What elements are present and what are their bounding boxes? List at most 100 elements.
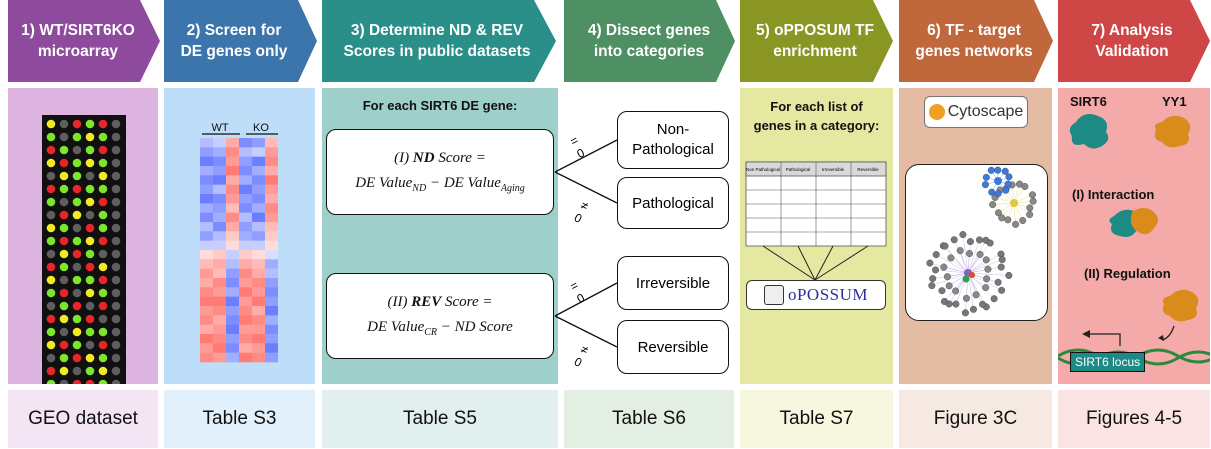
nd-formula: DE ValueND − DE ValueAging <box>355 175 525 194</box>
microarray-spot <box>46 353 56 363</box>
network-node <box>1002 186 1010 194</box>
network-node <box>959 231 967 239</box>
microarray-spot <box>72 223 82 233</box>
table-header-pathological: Pathological <box>786 167 811 172</box>
microarray-spot <box>72 366 82 376</box>
step-4-footer: Table S6 <box>564 390 734 448</box>
microarray-spot <box>85 145 95 155</box>
heatmap-cell <box>252 343 265 353</box>
microarray-spot <box>85 210 95 220</box>
heatmap-cell <box>239 306 252 316</box>
heatmap-cell <box>265 212 278 223</box>
heatmap-cell <box>200 259 213 269</box>
network-node <box>940 263 948 271</box>
heatmap-cell <box>252 296 265 307</box>
microarray-spot <box>98 314 108 324</box>
microarray-spot <box>98 327 108 337</box>
microarray-spot <box>111 145 121 155</box>
heatmap-cell <box>252 259 265 269</box>
network-edge <box>953 239 969 274</box>
network-node <box>981 181 989 189</box>
heatmap-cell <box>226 268 239 279</box>
heatmap-cell <box>226 231 239 241</box>
network-node <box>952 287 960 295</box>
microarray-spot <box>72 184 82 194</box>
network-node <box>982 284 990 292</box>
heatmap-panel: WT KO <box>164 88 315 384</box>
heatmap-cell <box>200 212 213 223</box>
network-node <box>998 214 1006 222</box>
microarray-spot <box>72 236 82 246</box>
network-node <box>962 294 970 302</box>
network-node <box>926 259 934 267</box>
network-edge <box>943 266 969 274</box>
network-node <box>938 287 946 295</box>
microarray-spot <box>59 314 69 324</box>
microarray-spot <box>111 249 121 259</box>
network-node <box>997 263 1005 271</box>
heatmap-cell <box>213 212 226 223</box>
network-edge <box>967 240 987 274</box>
heatmap-cell <box>265 268 278 279</box>
network-node <box>976 250 984 258</box>
validation-panel: SIRT6 YY1 (I) Interaction (II) Regulatio… <box>1058 88 1210 384</box>
microarray-spot <box>98 236 108 246</box>
heatmap-cell <box>239 175 252 185</box>
irreversible-box: Irreversible <box>617 256 729 310</box>
microarray-spot <box>111 340 121 350</box>
network-node <box>940 297 948 305</box>
microarray-spot <box>46 366 56 376</box>
non-pathological-box: Non- Pathological <box>617 111 729 169</box>
heatmap-cell <box>226 156 239 167</box>
microarray-spot <box>85 288 95 298</box>
heatmap-cell <box>265 184 278 195</box>
heatmap-cell <box>239 222 252 232</box>
heatmap-cell <box>239 278 252 288</box>
heatmap-cell <box>213 194 226 204</box>
heatmap-cell <box>252 156 265 167</box>
microarray-spot <box>98 210 108 220</box>
heatmap-cell <box>200 231 213 241</box>
network-hub-node <box>969 272 975 278</box>
heatmap-cell <box>265 156 278 167</box>
nd-label: ND <box>412 150 435 166</box>
heatmap-cell <box>239 334 252 344</box>
microarray-spot <box>98 184 108 194</box>
heatmap-cell <box>252 287 265 297</box>
microarray-spot <box>46 119 56 129</box>
heatmap-cell <box>226 203 239 213</box>
microarray-spot <box>111 210 121 220</box>
network-node <box>956 247 964 255</box>
heatmap-cell <box>226 343 239 353</box>
microarray-spot <box>46 171 56 181</box>
microarray-spot <box>111 366 121 376</box>
nd-index: (I) <box>394 150 413 166</box>
microarray-spot <box>111 132 121 142</box>
microarray-spot <box>98 145 108 155</box>
microarray-spot <box>46 197 56 207</box>
network-node <box>1026 204 1034 212</box>
step-2-footer: Table S3 <box>164 390 315 448</box>
heatmap-cell <box>265 259 278 269</box>
microarray-spot <box>59 249 69 259</box>
cytoscape-icon <box>928 104 945 120</box>
microarray-spot <box>98 171 108 181</box>
microarray-spot <box>59 197 69 207</box>
microarray-spot <box>85 327 95 337</box>
network-edge <box>967 253 1002 274</box>
microarray-spot <box>72 210 82 220</box>
microarray-spot <box>85 301 95 311</box>
microarray-chip <box>42 115 126 433</box>
heatmap-cell <box>265 231 278 241</box>
network-node <box>998 286 1006 294</box>
scores-heading: For each SIRT6 DE gene: <box>362 98 518 113</box>
network-node <box>932 266 940 274</box>
step-7-title: 7) Analysis Validation <box>1091 22 1173 60</box>
nd-score-box: (I) ND Score = DE ValueND − DE ValueAgin… <box>326 129 554 215</box>
microarray-spot <box>59 171 69 181</box>
heatmap-cell <box>200 240 213 251</box>
heatmap-cell <box>200 287 213 297</box>
heatmap-cell <box>213 184 226 195</box>
microarray-spot <box>72 353 82 363</box>
